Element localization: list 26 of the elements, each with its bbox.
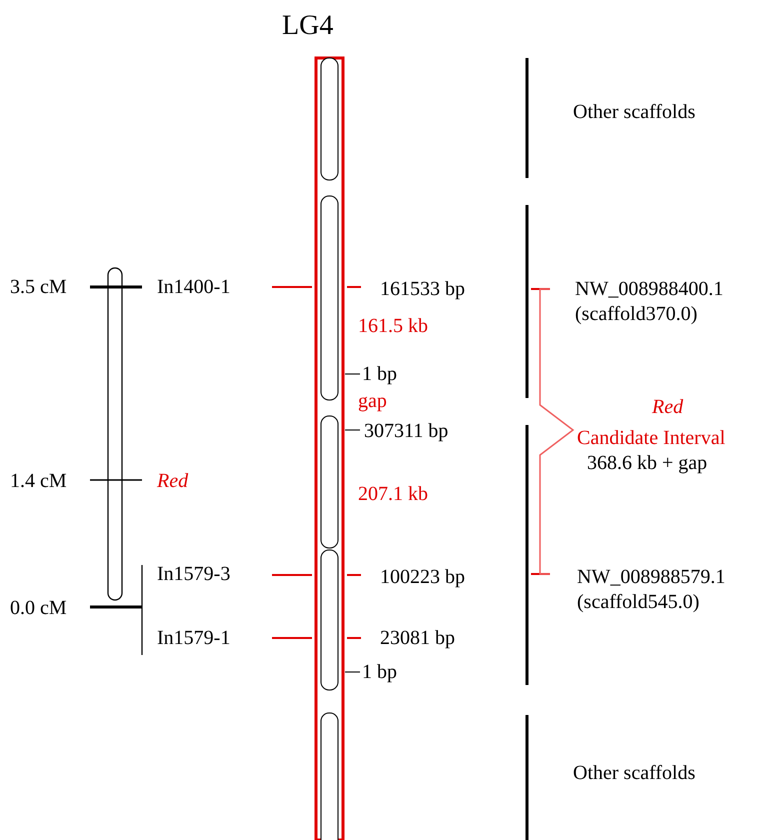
interval-size-label: 207.1 kb [358,483,428,505]
gap-label: gap [358,390,387,412]
map-position-label: 3.5 cM [10,276,67,298]
interval-size-label: 161.5 kb [358,315,428,337]
gene-label: Red [652,396,684,418]
base-position-label: 307311 bp [364,420,448,442]
interval-label: Candidate Interval [577,427,726,449]
scaffold-id-label: (scaffold545.0) [577,591,700,613]
map-position-label: 0.0 cM [10,597,67,619]
base-position-label: 1 bp [362,363,397,385]
marker-name: In1400-1 [157,276,230,298]
marker-name: In1579-1 [157,627,230,649]
base-position-label: 1 bp [362,661,397,683]
base-position-label: 161533 bp [380,278,465,300]
scaffold-id-label: (scaffold370.0) [575,303,698,325]
marker-name: In1579-3 [157,563,230,585]
accession-label: NW_008988400.1 [575,278,724,300]
scaffold-label: Other scaffolds [573,762,696,784]
scaffold-label: Other scaffolds [573,101,696,123]
base-position-label: 100223 bp [380,566,465,588]
accession-label: NW_008988579.1 [577,566,726,588]
map-position-label: 1.4 cM [10,470,67,492]
base-position-label: 23081 bp [380,627,455,649]
interval-size-label: 368.6 kb + gap [587,452,708,474]
chromosome-title: LG4 [282,10,334,42]
gene-label: Red [157,470,188,492]
